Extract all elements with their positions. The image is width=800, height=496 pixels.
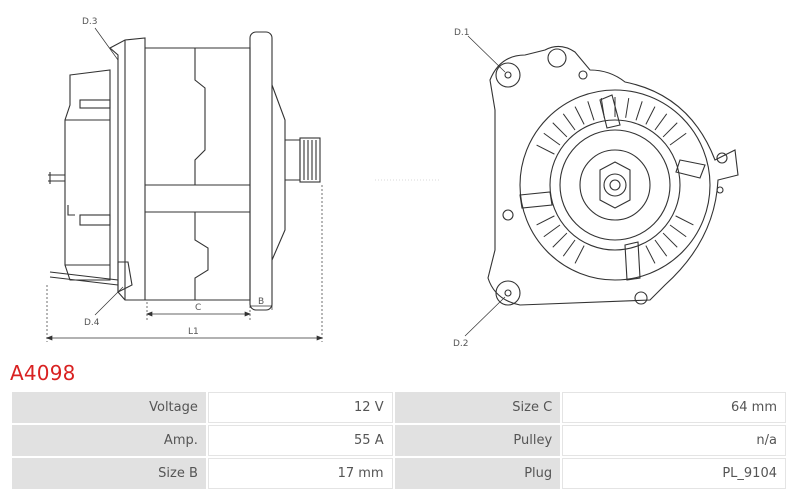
vane <box>552 122 568 138</box>
side-view-labels: D.3 D.4 C B L1 <box>82 17 264 337</box>
spec-value: 64 mm <box>562 392 786 423</box>
b-label: B <box>258 297 264 307</box>
vane <box>600 98 605 118</box>
vane <box>552 232 568 248</box>
vane <box>536 144 555 155</box>
vane <box>645 245 656 264</box>
d1-label: D.1 <box>454 28 470 38</box>
dimension-lines <box>46 27 440 342</box>
vane <box>675 215 694 226</box>
vane <box>574 245 585 264</box>
spec-value: PL_9104 <box>562 458 786 489</box>
vane <box>562 239 576 257</box>
vane <box>536 215 555 226</box>
vane <box>654 239 668 257</box>
part-number-title: A4098 <box>10 361 76 385</box>
vane <box>625 98 630 118</box>
spec-label: Size C <box>394 392 561 423</box>
spec-value: 17 mm <box>207 458 393 489</box>
spec-label: Amp. <box>12 425 206 456</box>
c-label: C <box>195 303 201 313</box>
vane <box>662 232 678 248</box>
mount-hole-d1 <box>495 62 521 88</box>
spec-label: Plug <box>394 458 561 489</box>
vane <box>635 101 643 121</box>
vane <box>574 106 585 125</box>
vane <box>669 224 687 238</box>
d4-label: D.4 <box>84 318 100 328</box>
spec-value: 12 V <box>207 392 393 423</box>
spec-value: n/a <box>562 425 786 456</box>
d3-label: D.3 <box>82 17 98 27</box>
vane <box>654 113 668 131</box>
spec-label: Voltage <box>12 392 206 423</box>
vane <box>543 132 561 146</box>
front-view-leaders <box>464 35 506 337</box>
spec-label: Size B <box>12 458 206 489</box>
front-view-labels: D.1 D.2 <box>453 28 470 349</box>
vane <box>645 106 656 125</box>
front-view <box>487 45 739 306</box>
vane <box>543 224 561 238</box>
vane <box>587 101 595 121</box>
vane <box>662 122 678 138</box>
spec-label: Pulley <box>394 425 561 456</box>
vane <box>669 132 687 146</box>
spec-value: 55 A <box>207 425 393 456</box>
vane <box>562 113 576 131</box>
alternator-technical-drawing: D.3 D.4 C B L1 <box>46 17 739 349</box>
cooling-vanes <box>536 97 694 264</box>
l1-label: L1 <box>188 327 199 337</box>
d2-label: D.2 <box>453 339 469 349</box>
mount-hole-d2 <box>495 280 521 306</box>
side-view <box>48 31 321 311</box>
